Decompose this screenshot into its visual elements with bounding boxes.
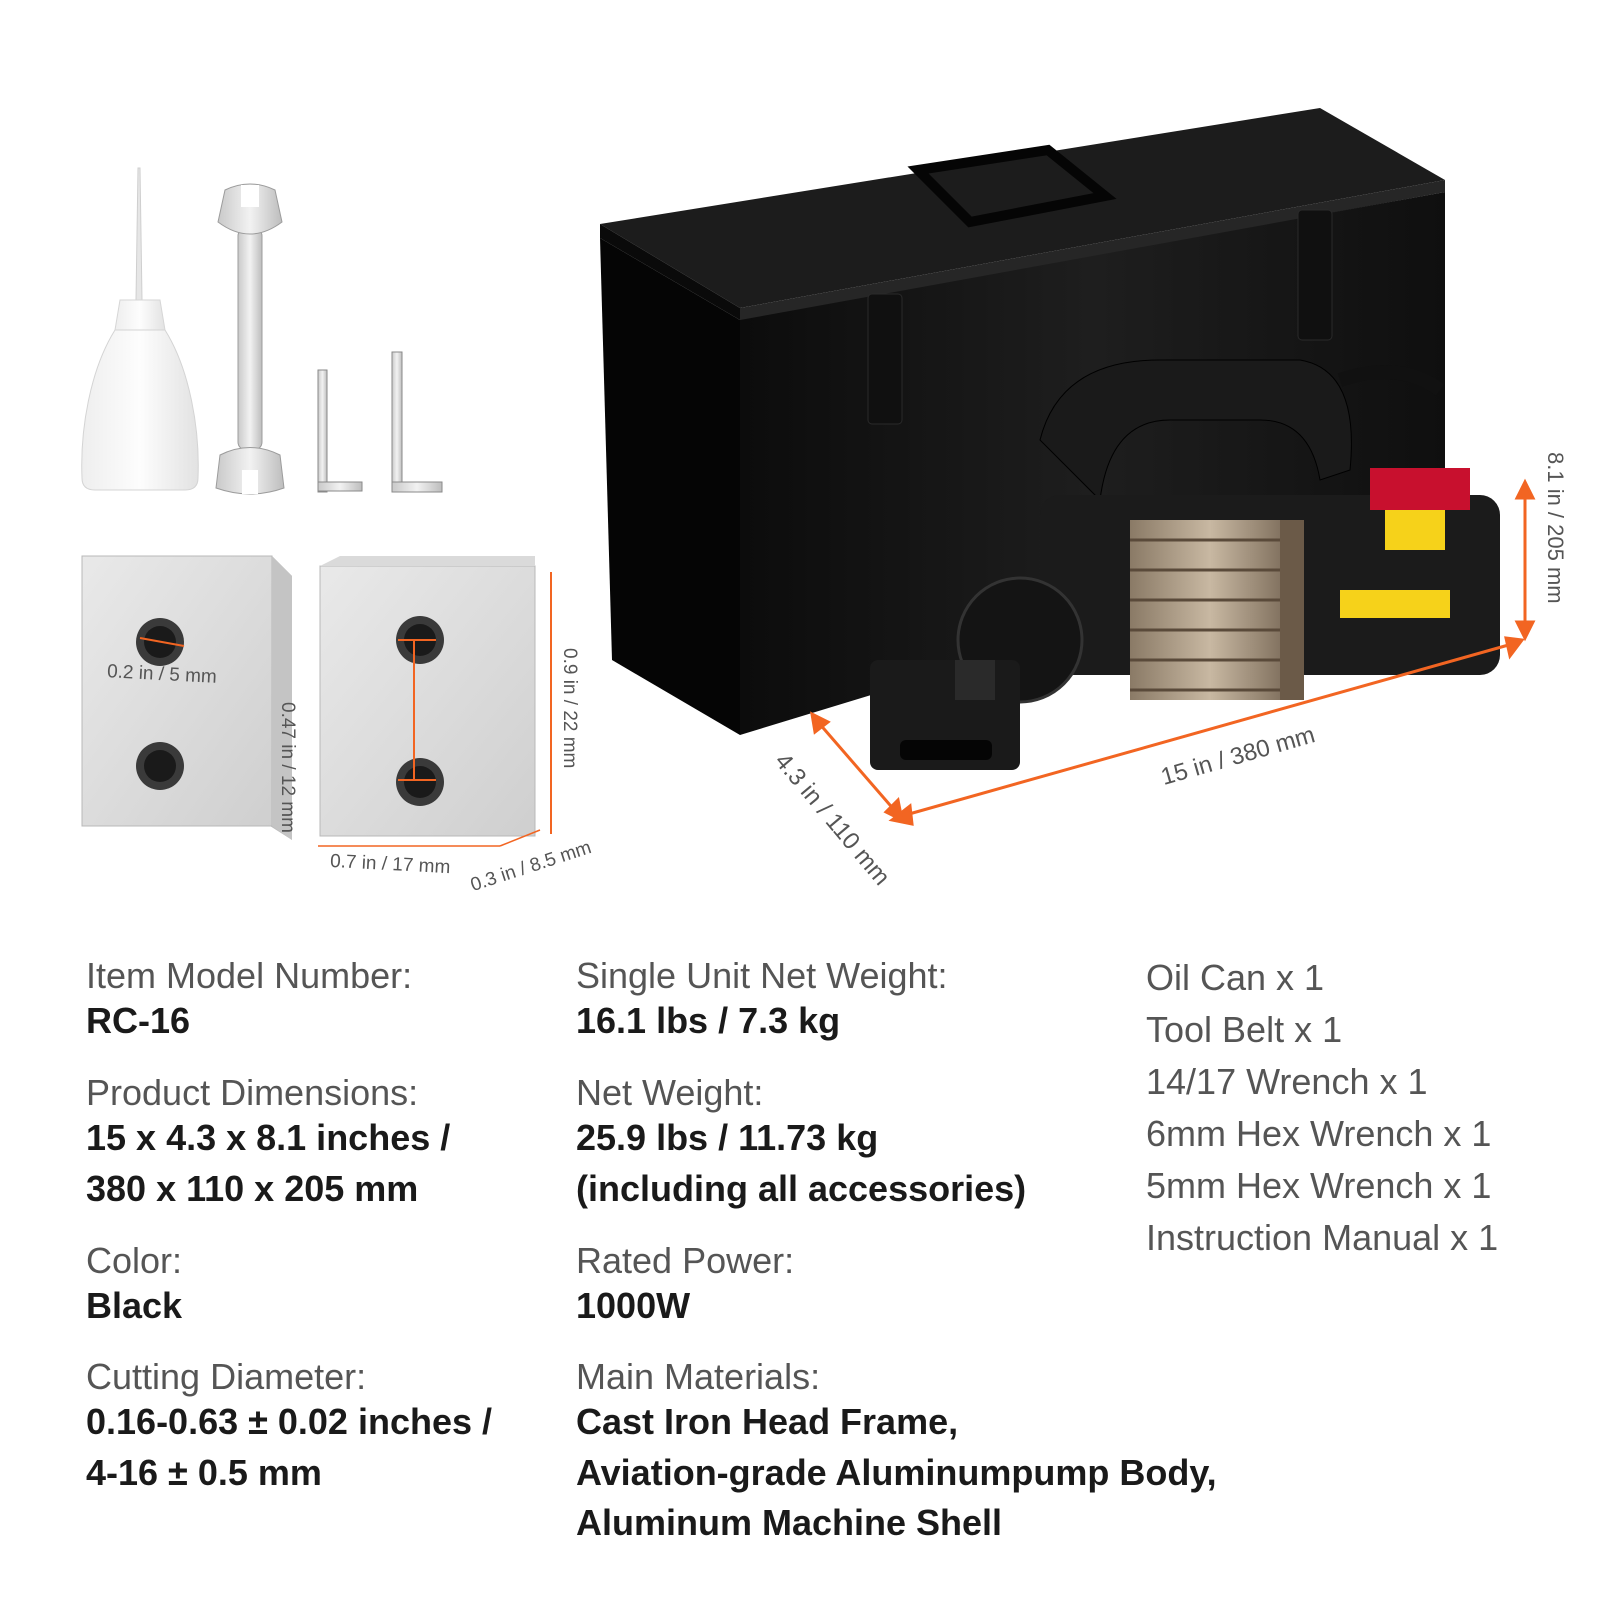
hole-spacing-label: 0.47 in / 12 mm: [277, 702, 298, 833]
main-materials-value-3: Aluminum Machine Shell: [576, 1502, 1003, 1544]
unit-net-weight-value: 16.1 lbs / 7.3 kg: [576, 1000, 841, 1042]
rated-power-label: Rated Power:: [576, 1240, 795, 1281]
blade-height-label: 0.9 in / 22 mm: [559, 648, 580, 769]
open-end-wrench-icon: [215, 183, 285, 495]
list-item: Instruction Manual x 1: [1146, 1217, 1499, 1258]
color-spec: Color: Black: [86, 1240, 182, 1332]
color-value: Black: [86, 1285, 183, 1327]
model-number-value: RC-16: [86, 1000, 191, 1042]
unit-net-weight-spec: Single Unit Net Weight: 16.1 lbs / 7.3 k…: [576, 955, 948, 1047]
net-weight-note: (including all accessories): [576, 1167, 1027, 1209]
cutting-diameter-value-inches: 0.16-0.63 ± 0.02 inches /: [86, 1401, 493, 1443]
main-materials-label: Main Materials:: [576, 1356, 821, 1397]
blade-left-icon: [81, 555, 292, 840]
accessories-list: Oil Can x 1 Tool Belt x 1 14/17 Wrench x…: [1146, 952, 1498, 1264]
cutting-diameter-value-mm: 4-16 ± 0.5 mm: [86, 1451, 322, 1493]
model-number-spec: Item Model Number: RC-16: [86, 955, 412, 1047]
blade-dimension-lines: [139, 572, 552, 847]
rated-power-spec: Rated Power: 1000W: [576, 1240, 794, 1332]
product-dimensions-value-inches: 15 x 4.3 x 8.1 inches /: [86, 1117, 451, 1159]
main-materials-value-1: Cast Iron Head Frame,: [576, 1401, 959, 1443]
net-weight-label: Net Weight:: [576, 1072, 764, 1113]
hex-key-6mm-icon: [391, 351, 443, 493]
list-item: Tool Belt x 1: [1146, 1009, 1343, 1050]
net-weight-spec: Net Weight: 25.9 lbs / 11.73 kg (includi…: [576, 1072, 1026, 1214]
list-item: Oil Can x 1: [1146, 957, 1325, 998]
product-dimensions-value-mm: 380 x 110 x 205 mm: [86, 1167, 419, 1209]
hex-key-5mm-icon: [317, 369, 363, 493]
list-item: 14/17 Wrench x 1: [1146, 1061, 1428, 1102]
case-height-label: 8.1 in / 205 mm: [1543, 452, 1568, 604]
blade-right-icon: [319, 556, 536, 837]
color-label: Color:: [86, 1240, 183, 1281]
cutting-diameter-label: Cutting Diameter:: [86, 1356, 367, 1397]
case-dimension-lines: [810, 478, 1536, 826]
oil-can-icon: [81, 167, 199, 491]
product-dimensions-spec: Product Dimensions: 15 x 4.3 x 8.1 inche…: [86, 1072, 450, 1214]
product-illustration: [81, 108, 1536, 847]
unit-net-weight-label: Single Unit Net Weight:: [576, 955, 948, 996]
list-item: 5mm Hex Wrench x 1: [1146, 1165, 1492, 1206]
rebar-cutter-icon: [870, 359, 1500, 770]
rated-power-value: 1000W: [576, 1285, 691, 1327]
model-number-label: Item Model Number:: [86, 955, 413, 996]
main-materials-value-2: Aviation-grade Aluminumpump Body,: [576, 1451, 1217, 1493]
list-item: 6mm Hex Wrench x 1: [1146, 1113, 1492, 1154]
cutting-diameter-spec: Cutting Diameter: 0.16-0.63 ± 0.02 inche…: [86, 1356, 492, 1498]
product-dimensions-label: Product Dimensions:: [86, 1072, 419, 1113]
net-weight-value: 25.9 lbs / 11.73 kg: [576, 1117, 879, 1159]
main-materials-spec: Main Materials: Cast Iron Head Frame, Av…: [576, 1356, 1217, 1549]
